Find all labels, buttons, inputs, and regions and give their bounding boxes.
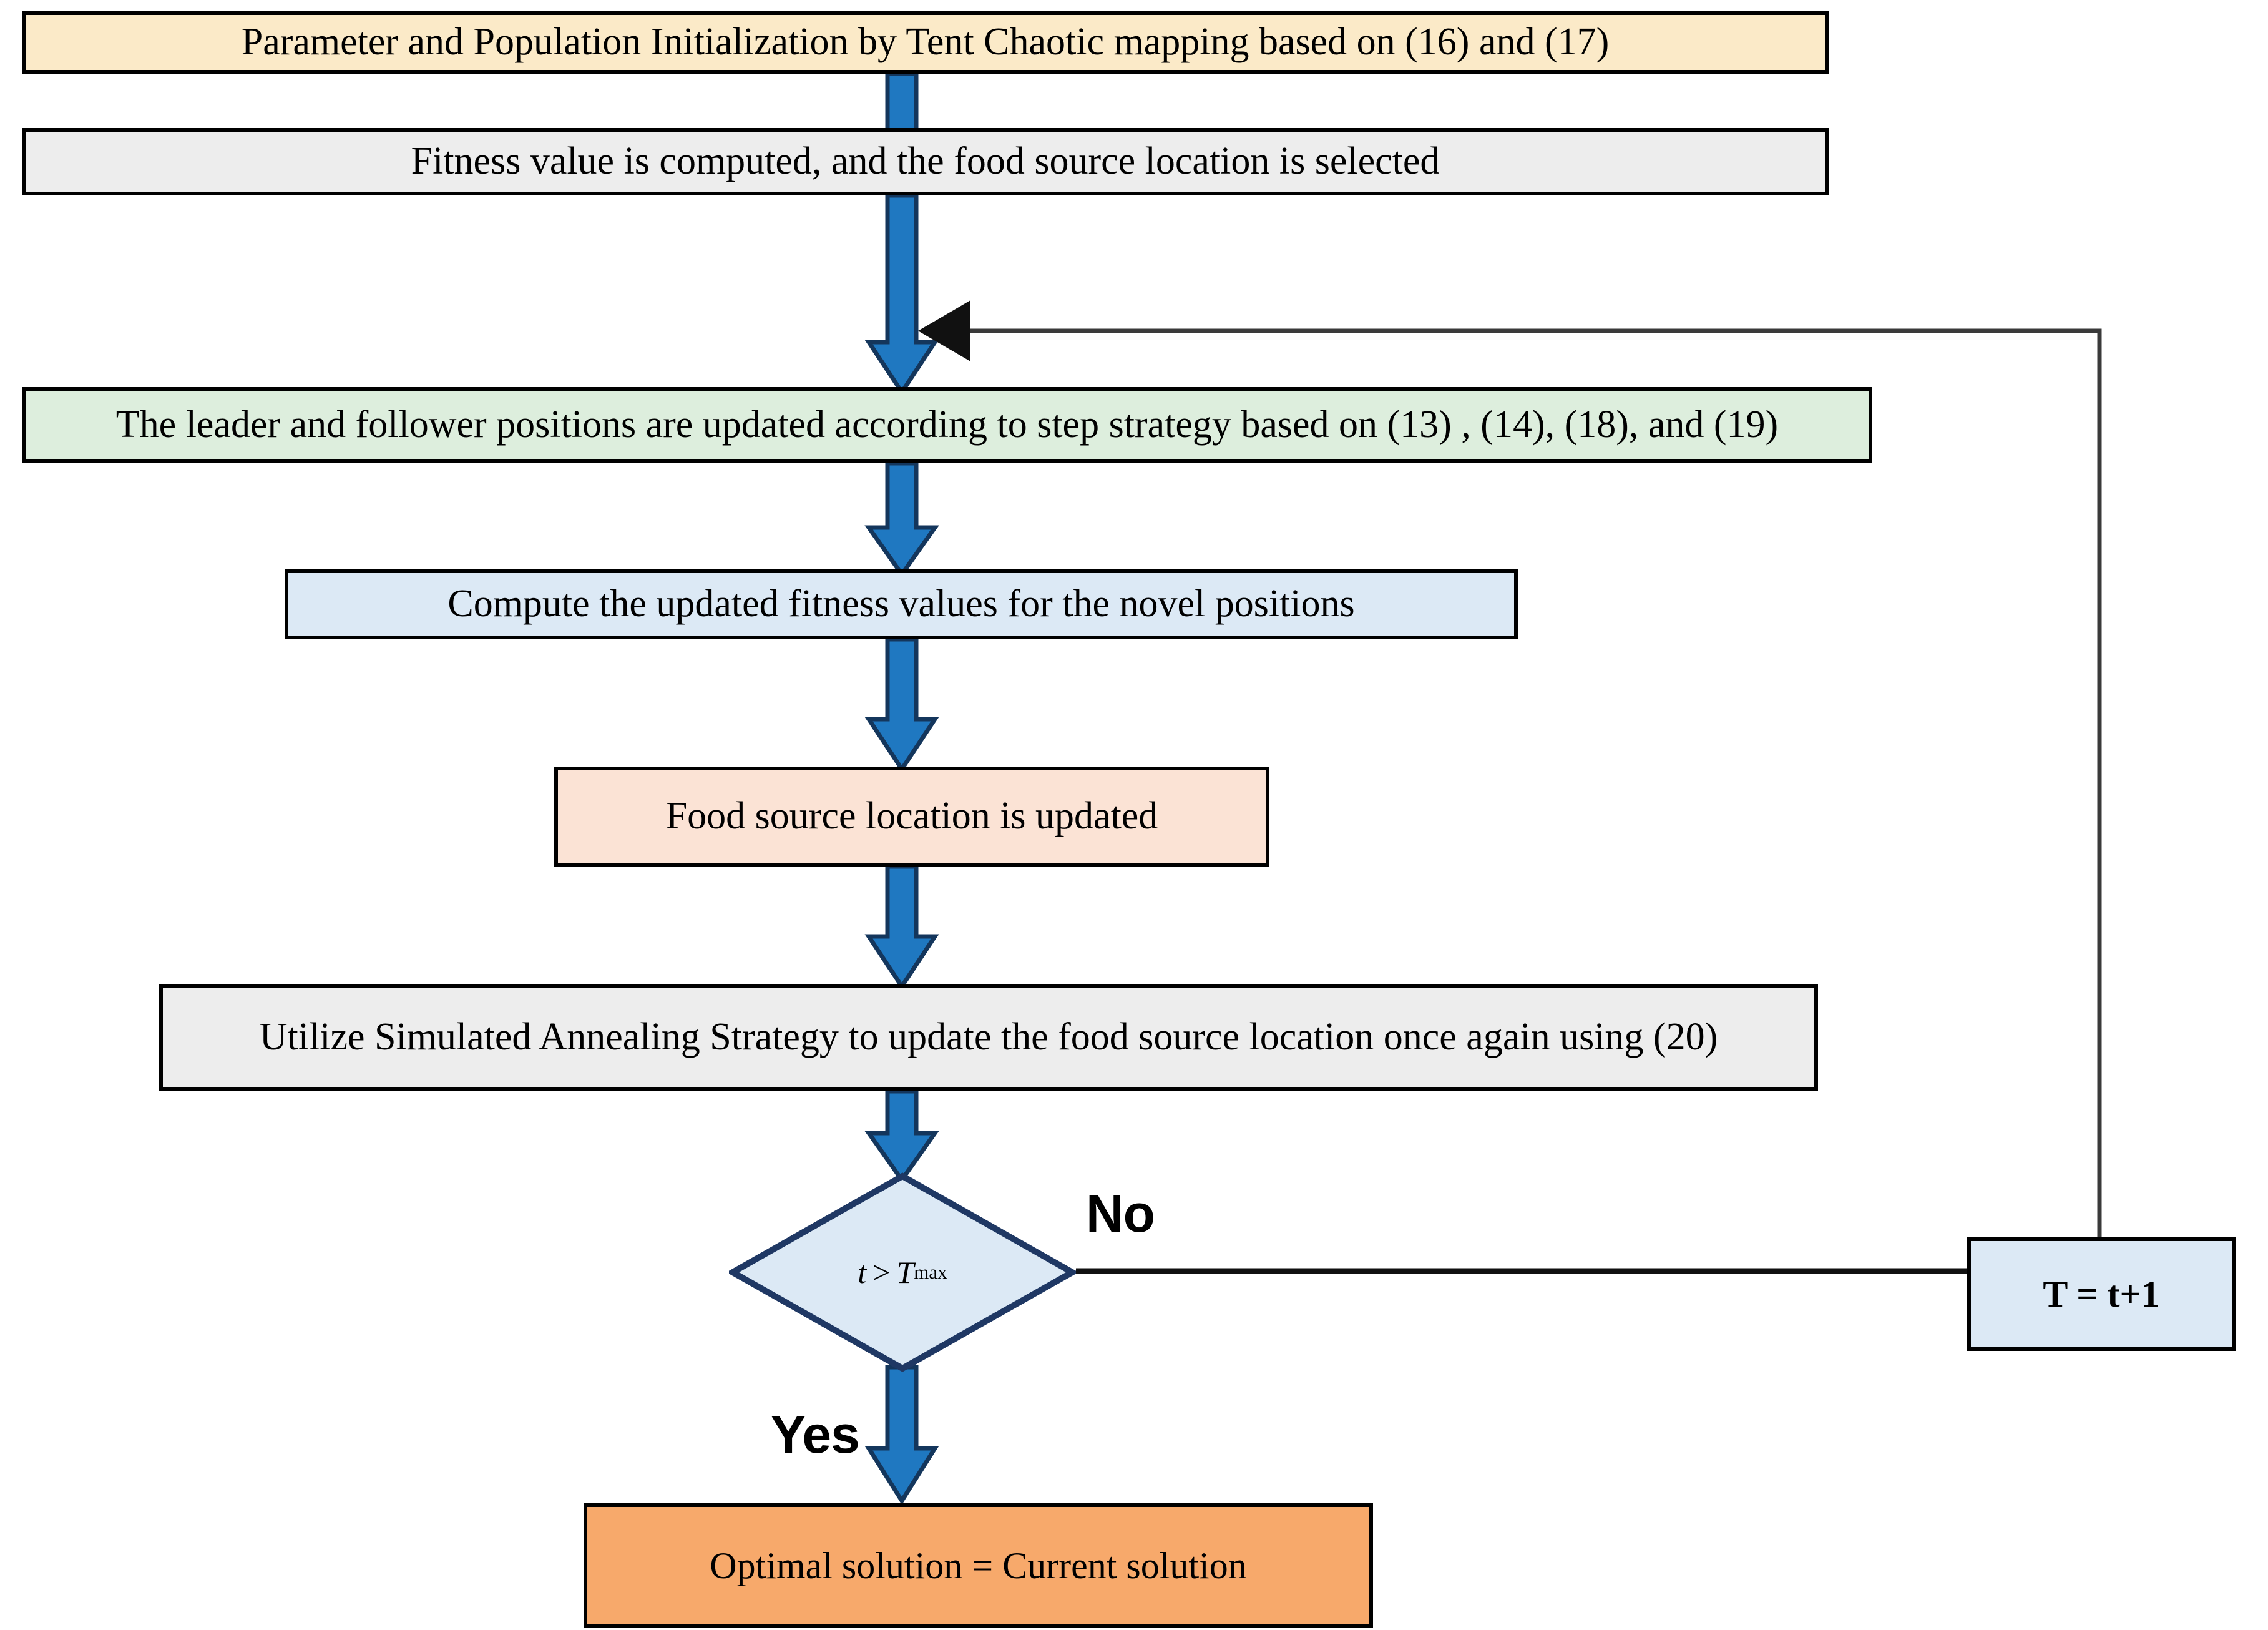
node-label: Optimal solution = Current solution	[710, 1544, 1247, 1586]
edge-label-yes: Yes	[771, 1405, 860, 1464]
node-label: Utilize Simulated Annealing Strategy to …	[259, 1016, 1718, 1059]
node-label: Food source location is updated	[665, 795, 1158, 838]
arrow-anneal-to-decision	[864, 1089, 939, 1184]
arrow-fitness-to-leader	[864, 193, 939, 396]
node-compute-updated-fitness[interactable]: Compute the updated fitness values for t…	[285, 569, 1518, 639]
node-label: Fitness value is computed, and the food …	[411, 140, 1440, 183]
node-fitness-computed[interactable]: Fitness value is computed, and the food …	[22, 128, 1829, 195]
arrow-leader-to-compute	[864, 461, 939, 579]
arrow-compute-to-food	[864, 637, 939, 773]
node-increment-counter[interactable]: T = t+1	[1967, 1237, 2236, 1351]
diamond-shape	[726, 1172, 1079, 1372]
node-food-source-updated[interactable]: Food source location is updated	[554, 767, 1269, 867]
edge-label-no: No	[1086, 1184, 1155, 1243]
arrow-food-to-anneal	[864, 864, 939, 991]
arrow-decision-to-optimal	[864, 1365, 939, 1505]
node-parameter-initialization[interactable]: Parameter and Population Initialization …	[22, 11, 1829, 74]
node-leader-follower-update[interactable]: The leader and follower positions are up…	[22, 387, 1872, 463]
node-label: T = t+1	[2043, 1273, 2160, 1315]
node-label: Compute the updated fitness values for t…	[447, 582, 1355, 626]
node-label: Parameter and Population Initialization …	[241, 21, 1610, 64]
node-optimal-solution[interactable]: Optimal solution = Current solution	[584, 1503, 1373, 1628]
node-simulated-annealing[interactable]: Utilize Simulated Annealing Strategy to …	[159, 984, 1818, 1091]
node-label: The leader and follower positions are up…	[115, 403, 1779, 446]
